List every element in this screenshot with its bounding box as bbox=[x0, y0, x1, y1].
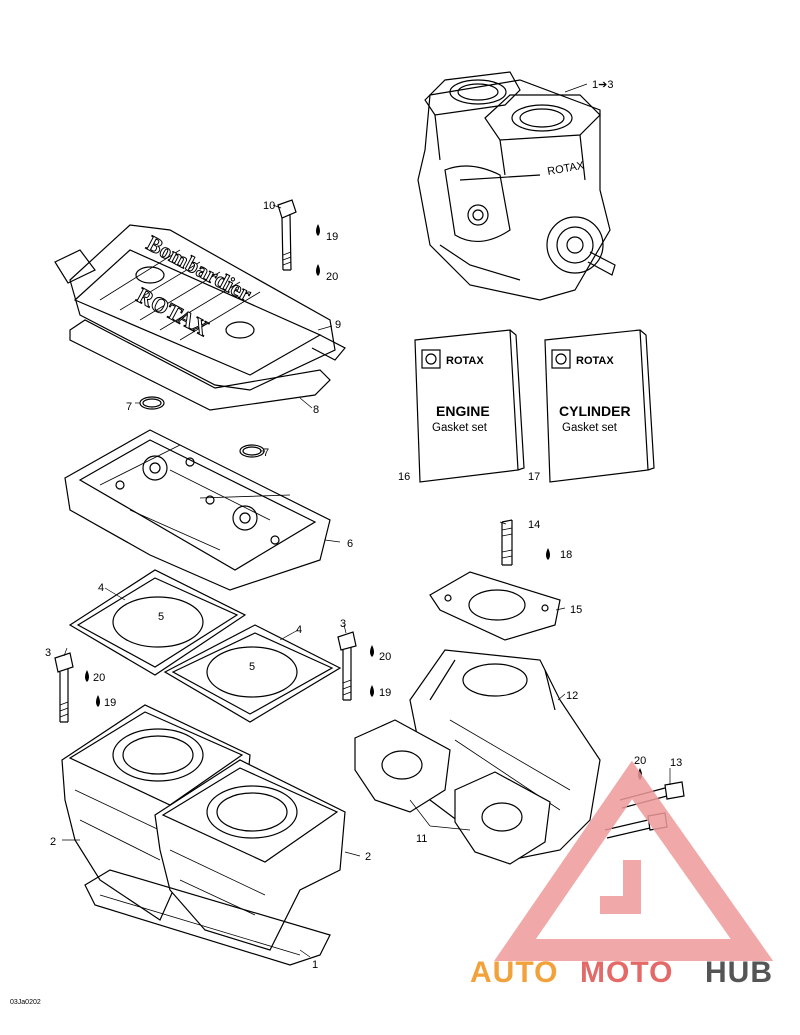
callout-2: 2 bbox=[50, 836, 56, 848]
callout-13: 13 bbox=[670, 757, 682, 769]
base-gasket-1-illustration bbox=[84, 869, 331, 966]
callout-14: 14 bbox=[528, 519, 540, 531]
callout-7: 7 bbox=[263, 447, 269, 459]
callout-20: 20 bbox=[326, 271, 338, 283]
callout-7: 7 bbox=[126, 401, 132, 413]
callout-20: 20 bbox=[93, 672, 105, 684]
o-ring-7a-inner bbox=[142, 398, 162, 408]
head-gasket-4b-illustration bbox=[163, 624, 342, 723]
exhaust-gasket-11-illustration bbox=[354, 719, 551, 865]
callout-11: 11 bbox=[416, 833, 427, 845]
bolt-3b-illustration bbox=[337, 631, 357, 701]
engine-box-brand: ROTAX bbox=[446, 355, 484, 367]
cylinder-box-brand: ROTAX bbox=[576, 355, 614, 367]
callout-4: 4 bbox=[296, 624, 302, 636]
stud-14-illustration bbox=[501, 519, 513, 566]
head-gasket-4a-illustration bbox=[68, 569, 247, 676]
callout-19: 19 bbox=[379, 687, 391, 699]
callout-20: 20 bbox=[634, 755, 646, 767]
figure-reference: 03Ja0202 bbox=[10, 999, 41, 1006]
callout-16: 16 bbox=[398, 471, 410, 483]
watermark-part-2: MOTO bbox=[580, 956, 673, 989]
bolt-3a-illustration bbox=[54, 652, 74, 723]
callout-17: 17 bbox=[528, 471, 540, 483]
callout-1-3: 1➔3 bbox=[592, 79, 613, 91]
callout-labels: 1➔3 10 19 20 9 7 8 7 6 16 17 14 18 15 4 … bbox=[45, 79, 682, 971]
callout-9: 9 bbox=[335, 319, 341, 331]
callout-3: 3 bbox=[45, 647, 51, 659]
oil-drop-icon bbox=[370, 645, 374, 657]
watermark-text: AUTO MOTO HUB bbox=[470, 956, 773, 989]
callout-19: 19 bbox=[104, 697, 116, 709]
oil-drop-icon bbox=[546, 548, 550, 560]
oil-drop-icon bbox=[316, 264, 320, 276]
callout-19: 19 bbox=[326, 231, 338, 243]
leader-lines bbox=[62, 83, 671, 958]
watermark-part-1: AUTO bbox=[470, 956, 558, 989]
cylinder-head-illustration bbox=[64, 429, 331, 591]
watermark-part-3: HUB bbox=[705, 956, 773, 989]
oil-drop-icon bbox=[316, 224, 320, 236]
cylinder-head-cover-illustration: Bombardier ROTAX bbox=[54, 224, 346, 391]
exhaust-gasket-15-illustration bbox=[429, 571, 561, 641]
o-ring-7b-inner bbox=[242, 446, 262, 456]
oil-drop-icons bbox=[85, 224, 642, 780]
callout-1: 1 bbox=[312, 959, 318, 971]
callout-4: 4 bbox=[98, 582, 104, 594]
callout-8: 8 bbox=[313, 404, 319, 416]
callout-6: 6 bbox=[347, 538, 353, 550]
callout-5: 5 bbox=[249, 661, 255, 673]
engine-box-title: ENGINE bbox=[436, 403, 490, 419]
callout-5: 5 bbox=[158, 611, 164, 623]
cylinder-box-subtitle: Gasket set bbox=[562, 422, 618, 434]
o-ring-gasket-8-illustration bbox=[69, 319, 331, 411]
oil-drop-icon bbox=[96, 695, 100, 707]
cylinder-2b-illustration bbox=[154, 759, 346, 951]
watermark-logo bbox=[494, 760, 774, 961]
callout-18: 18 bbox=[560, 549, 572, 561]
callout-12: 12 bbox=[566, 690, 578, 702]
callout-20: 20 bbox=[379, 651, 391, 663]
oil-drop-icon bbox=[85, 670, 89, 682]
engine-gasket-set-box: ROTAX ENGINE Gasket set bbox=[414, 329, 525, 483]
callout-2: 2 bbox=[365, 851, 371, 863]
callout-3: 3 bbox=[340, 618, 346, 630]
callout-15: 15 bbox=[570, 604, 582, 616]
oil-drop-icon bbox=[370, 685, 374, 697]
callout-10: 10 bbox=[263, 200, 275, 212]
engine-assembly-illustration: ROTAX bbox=[417, 71, 616, 301]
cylinder-gasket-set-box: ROTAX CYLINDER Gasket set bbox=[544, 329, 655, 483]
cylinder-box-title: CYLINDER bbox=[559, 403, 631, 419]
engine-box-subtitle: Gasket set bbox=[432, 422, 488, 434]
bolt-10-illustration bbox=[277, 199, 297, 271]
